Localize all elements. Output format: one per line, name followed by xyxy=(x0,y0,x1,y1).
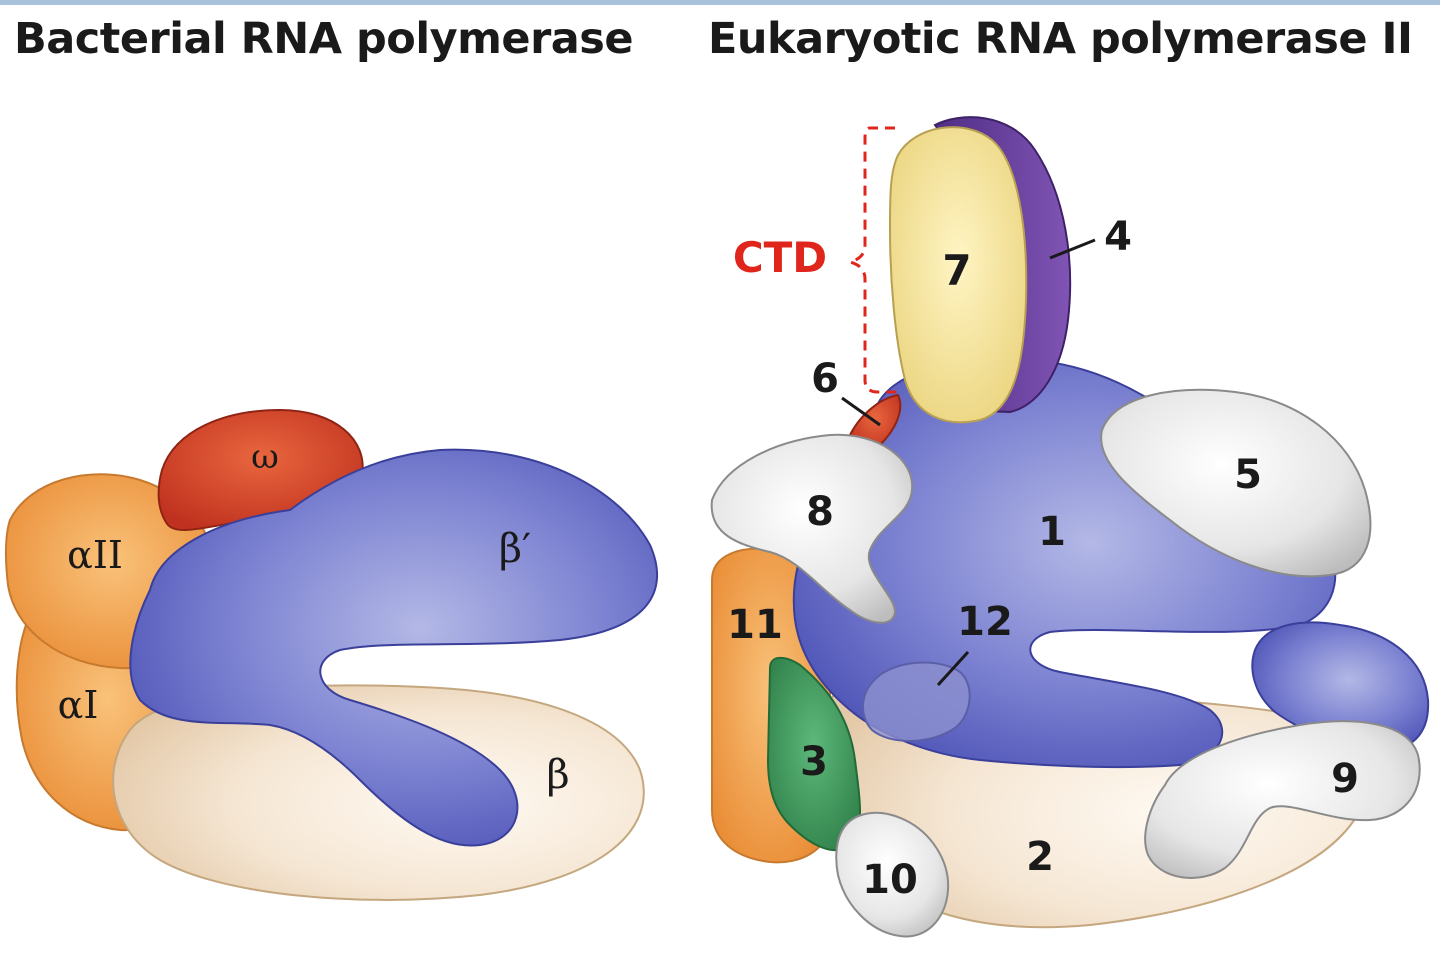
label-5: 5 xyxy=(1234,452,1262,498)
subunit-1-jaw xyxy=(1251,621,1430,752)
bacterial-title: Bacterial RNA polymerase xyxy=(14,14,634,64)
subunit-9 xyxy=(1144,720,1421,879)
label-beta: β xyxy=(546,752,569,798)
top-rule xyxy=(0,0,1440,5)
label-3: 3 xyxy=(800,739,828,785)
label-alpha1: αI xyxy=(58,683,99,727)
subunit-8 xyxy=(710,433,914,624)
label-6: 6 xyxy=(811,356,839,402)
bacterial-rnap: ω αII αI β′ β xyxy=(4,408,659,901)
label-8: 8 xyxy=(806,489,834,535)
subunit-12 xyxy=(861,661,971,742)
subunit-7 xyxy=(888,126,1028,424)
label-4: 4 xyxy=(1104,214,1132,260)
eukaryotic-title: Eukaryotic RNA polymerase II xyxy=(708,14,1413,64)
leader-line-12 xyxy=(936,650,970,687)
leader-line-6 xyxy=(841,396,881,427)
subunit-beta-prime xyxy=(129,448,659,847)
label-12: 12 xyxy=(957,599,1013,645)
label-11: 11 xyxy=(727,602,783,648)
subunit-3 xyxy=(766,656,861,852)
label-alpha2: αII xyxy=(67,533,123,577)
label-omega: ω xyxy=(251,437,279,477)
label-9: 9 xyxy=(1331,756,1359,802)
label-2: 2 xyxy=(1026,834,1054,880)
label-1: 1 xyxy=(1038,509,1066,555)
subunit-10 xyxy=(835,811,950,938)
eukaryotic-rnap2: CTD 1 2 3 4 5 6 7 8 9 10 11 12 xyxy=(710,116,1430,938)
label-beta-prime: β′ xyxy=(499,526,531,572)
subunit-5 xyxy=(1100,388,1372,578)
label-10: 10 xyxy=(862,857,918,903)
label-7: 7 xyxy=(942,246,971,295)
ctd-label: CTD xyxy=(733,233,827,282)
leader-line-4 xyxy=(1049,238,1096,260)
